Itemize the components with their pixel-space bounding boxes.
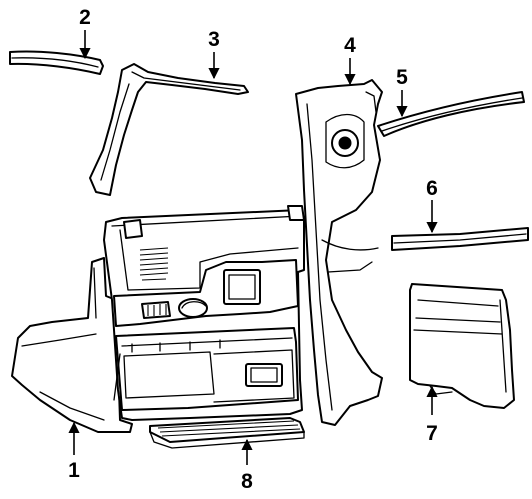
part-1-kick-panel <box>11 257 133 433</box>
part-6-side-molding <box>391 227 529 251</box>
callout-5: 5 <box>396 66 408 89</box>
part-3-a-pillar-trim <box>89 63 249 196</box>
speaker-grille <box>139 247 169 281</box>
part-7-quarter-trim-panel <box>409 283 515 409</box>
callout-8: 8 <box>241 470 253 493</box>
door-trim-panel <box>103 205 305 421</box>
part-8-scuff-plate <box>149 417 305 449</box>
callout-6: 6 <box>426 177 438 200</box>
callout-7: 7 <box>426 422 438 445</box>
callout-3: 3 <box>208 28 220 51</box>
callout-1: 1 <box>68 459 80 482</box>
callout-2: 2 <box>79 6 91 29</box>
part-2-header-molding <box>9 50 104 75</box>
callout-4: 4 <box>344 34 356 57</box>
part-4-pillar-trim <box>295 79 383 426</box>
part-5-roof-rail-molding <box>377 91 525 137</box>
callout-labels: 2 3 4 5 6 7 1 8 <box>68 6 438 493</box>
callout-leaders <box>68 30 438 465</box>
